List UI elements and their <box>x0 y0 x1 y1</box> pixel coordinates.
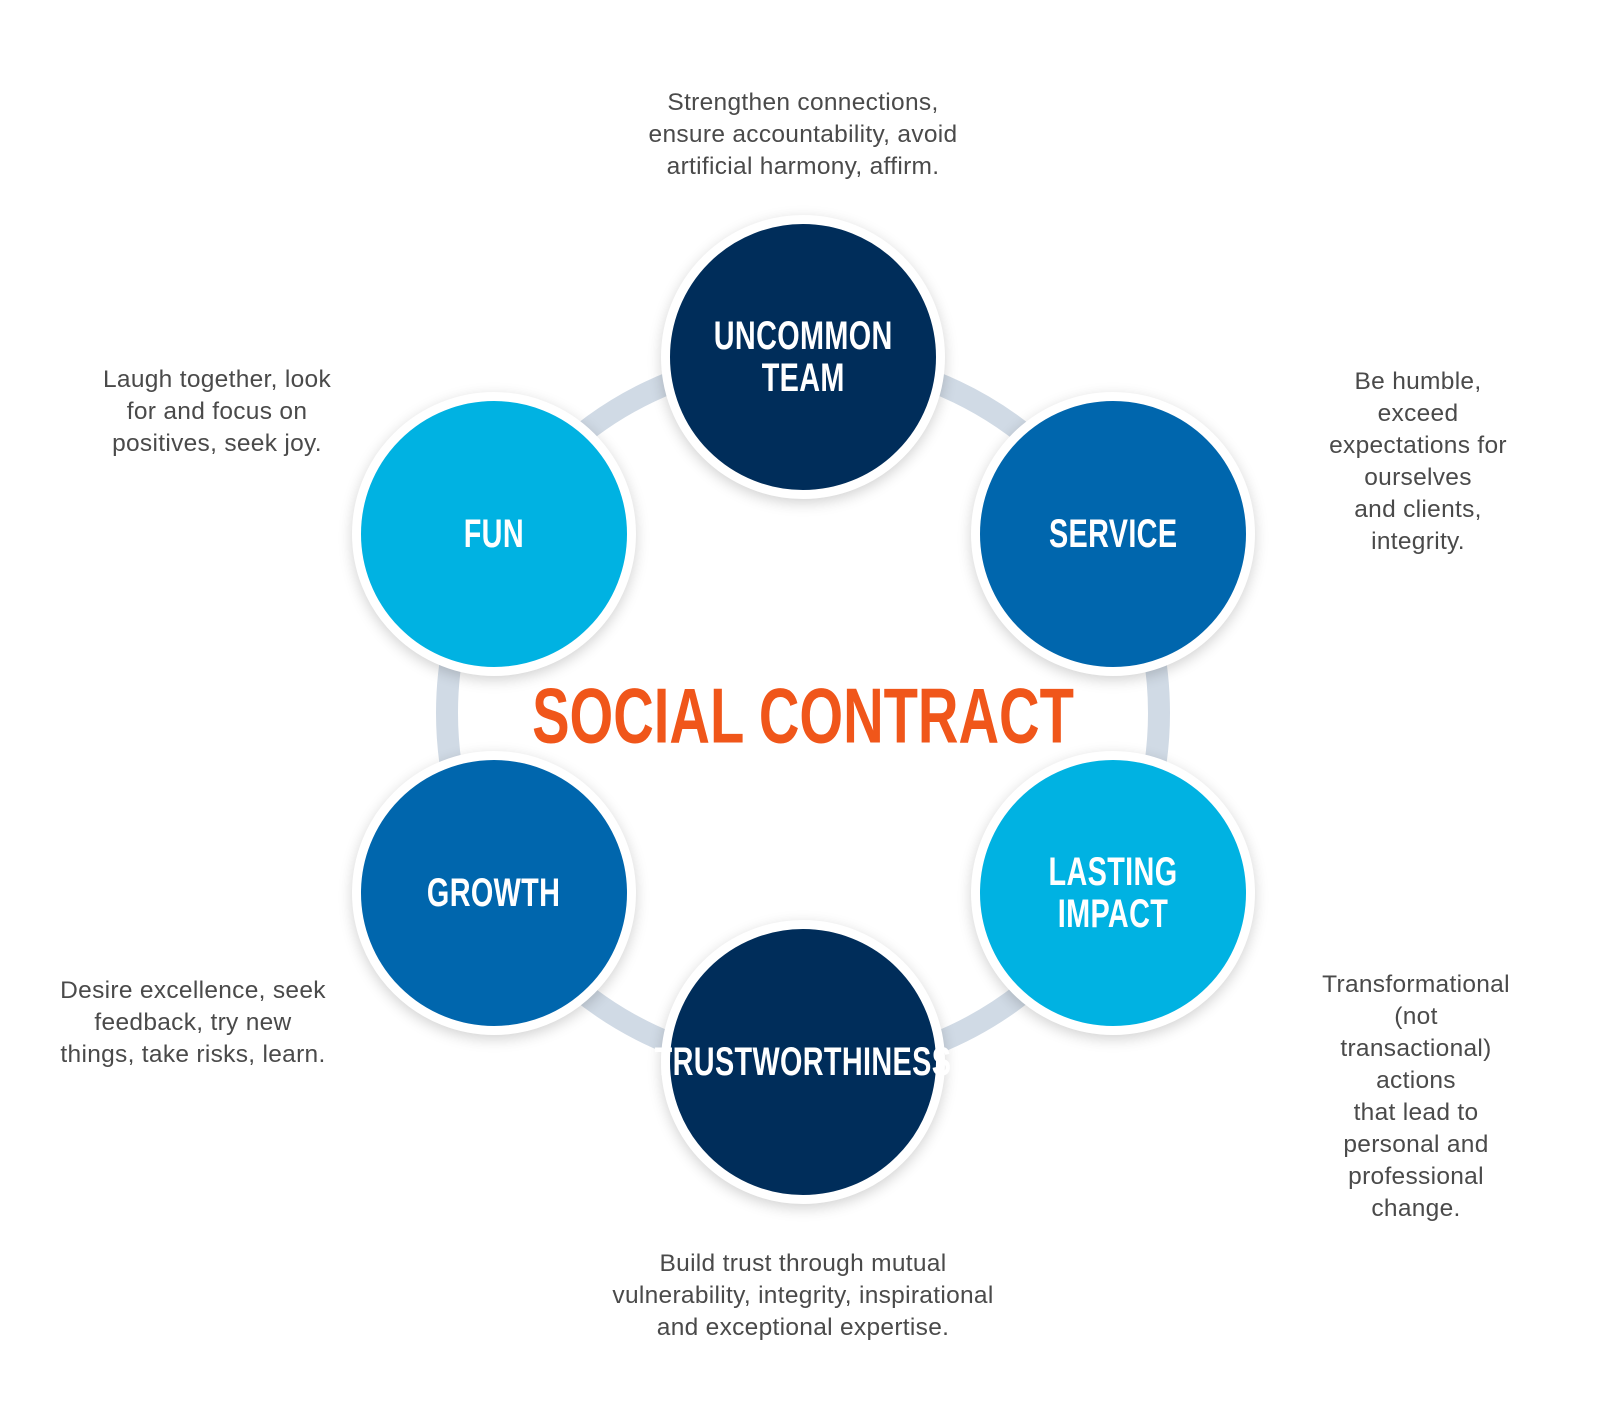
value-label: SERVICE <box>1048 512 1178 556</box>
description-trustworthiness: Build trust through mutual vulnerability… <box>612 1250 994 1341</box>
description-uncommon-team: Strengthen connections, ensure accountab… <box>648 89 958 180</box>
value-label: GROWTH <box>427 871 561 915</box>
value-uncommon-team: UNCOMMON TEAM <box>661 215 945 499</box>
description-fun: Laugh together, look for and focus on po… <box>102 366 332 457</box>
value-label: TRUSTWORTHINESS <box>654 1040 952 1084</box>
description-growth: Desire excellence, seek feedback, try ne… <box>60 977 326 1068</box>
value-growth: GROWTH <box>352 751 636 1035</box>
value-lasting-impact: LASTING IMPACT <box>971 751 1255 1035</box>
value-fun: FUN <box>352 392 636 676</box>
value-label: UNCOMMON TEAM <box>713 314 893 400</box>
diagram-title: SOCIAL CONTRACT <box>532 671 1074 760</box>
value-label: LASTING IMPACT <box>1048 850 1178 936</box>
value-service: SERVICE <box>971 392 1255 676</box>
description-service: Be humble, exceed expectations for ourse… <box>1329 368 1507 555</box>
value-label: FUN <box>463 512 525 556</box>
value-trustworthiness: TRUSTWORTHINESS <box>655 920 951 1204</box>
description-lasting-impact: Transformational (not transactional) act… <box>1322 971 1510 1222</box>
